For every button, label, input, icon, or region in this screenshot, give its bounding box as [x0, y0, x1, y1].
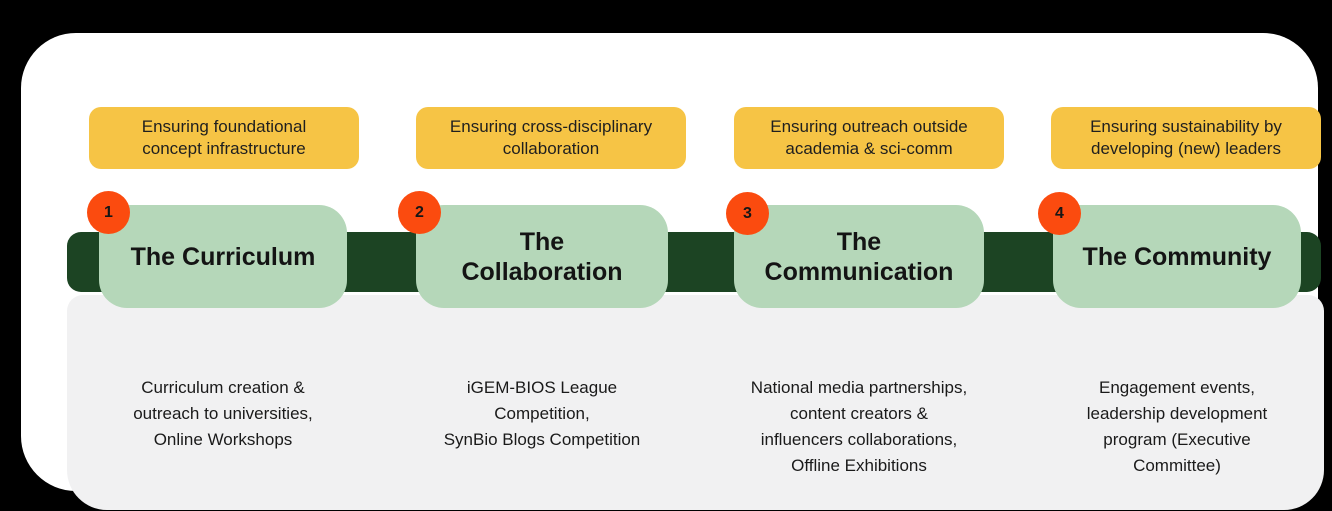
step-1-banner: Ensuring foundational concept infrastruc…	[89, 107, 359, 169]
step-1-title-box: The Curriculum	[99, 205, 347, 308]
step-3-number-badge: 3	[726, 192, 769, 235]
step-4-title-box: The Community	[1053, 205, 1301, 308]
diagram-card: Ensuring foundational concept infrastruc…	[21, 33, 1324, 510]
step-2-number-badge: 2	[398, 191, 441, 234]
step-2-description: iGEM-BIOS League Competition, SynBio Blo…	[443, 378, 641, 449]
step-4-description: Engagement events, leadership developmen…	[1086, 378, 1268, 475]
step-3-description: National media partnerships, content cre…	[750, 378, 968, 475]
step-4-banner: Ensuring sustainability by developing (n…	[1051, 107, 1321, 169]
step-3-banner: Ensuring outreach outside academia & sci…	[734, 107, 1004, 169]
description-panel	[67, 295, 1324, 510]
step-4-number-badge: 4	[1038, 192, 1081, 235]
step-2-banner: Ensuring cross-disciplinary collaboratio…	[416, 107, 686, 169]
step-1-number-badge: 1	[87, 191, 130, 234]
step-3-title-box: The Communication	[734, 205, 984, 308]
step-2-title-box: The Collaboration	[416, 205, 668, 308]
step-1-description: Curriculum creation & outreach to univer…	[133, 378, 313, 449]
